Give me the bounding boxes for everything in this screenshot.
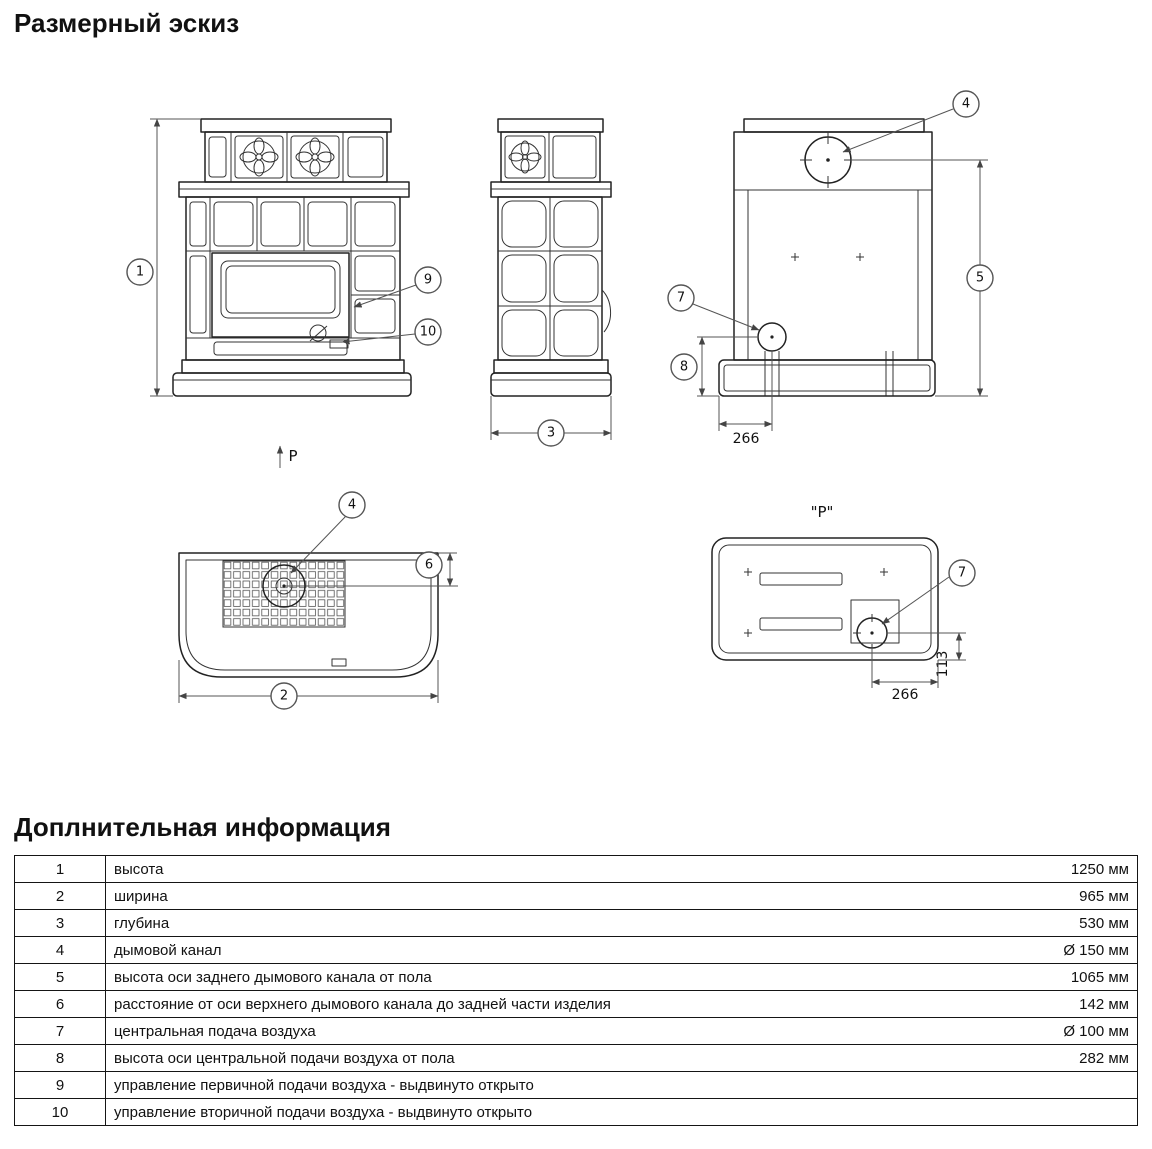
callout-10-label: 10 (420, 325, 437, 340)
dim-p-height: 113 (887, 632, 966, 678)
callout-6 (415, 551, 443, 579)
table-row: 2 ширина 965 мм (14, 882, 1138, 910)
callout-7-bottom: 7 (881, 559, 976, 625)
row-value: 142 мм (1007, 990, 1138, 1018)
dim-p-offset: 266 (871, 648, 939, 703)
table-row: 5 высота оси заднего дымового канала от … (14, 963, 1138, 991)
dim-rear-offset: 266 (718, 351, 773, 447)
table-row: 4 дымовой канал Ø 150 мм (14, 936, 1138, 964)
row-desc: высота (105, 855, 1008, 883)
top-view (178, 552, 458, 678)
row-number: 3 (14, 909, 106, 937)
dim-flue-to-rear: 6 (415, 551, 457, 587)
callout-2-label: 2 (280, 689, 288, 704)
dim-air-axis-height: 8 (670, 336, 757, 397)
callout-6-label: 6 (425, 558, 433, 573)
row-number: 1 (14, 855, 106, 883)
callout-9: 9 (353, 266, 442, 308)
dim-p-height-label: 113 (935, 651, 951, 678)
row-desc: ширина (105, 882, 1008, 910)
row-value: 965 мм (1007, 882, 1138, 910)
rosette-tile-icon (295, 137, 335, 177)
row-number: 6 (14, 990, 106, 1018)
dimensional-drawing: 1 9 10 P (126, 90, 994, 710)
callout-8 (670, 353, 698, 381)
callout-9-label: 9 (424, 273, 432, 288)
row-number: 7 (14, 1017, 106, 1045)
row-number: 2 (14, 882, 106, 910)
dim-flue-axis-height: 5 (851, 159, 994, 397)
row-value: Ø 100 мм (1007, 1017, 1138, 1045)
callout-7-label: 7 (677, 291, 685, 306)
row-value: Ø 150 мм (1007, 936, 1138, 964)
dim-height: 1 (126, 118, 201, 397)
stove-door (211, 252, 350, 338)
table-row: 1 высота 1250 мм (14, 855, 1138, 883)
front-view (172, 118, 412, 397)
row-value: 282 мм (1007, 1044, 1138, 1072)
row-desc: высота оси центральной подачи воздуха от… (105, 1044, 1008, 1072)
callout-5-label: 5 (976, 271, 984, 286)
callout-2 (270, 682, 298, 710)
callout-1 (126, 258, 154, 286)
rear-view (718, 118, 936, 397)
p-view: "P" (711, 503, 939, 661)
page-title: Размерный эскиз (14, 8, 240, 38)
table-row: 3 глубина 530 мм (14, 909, 1138, 937)
callout-10: 10 (341, 318, 442, 346)
row-value (1007, 1071, 1138, 1099)
dim-p-offset-label: 266 (892, 687, 919, 703)
callout-1-label: 1 (136, 265, 144, 280)
table-row: 7 центральная подача воздуха Ø 100 мм (14, 1017, 1138, 1045)
callout-3-label: 3 (547, 426, 555, 441)
row-value (1007, 1098, 1138, 1126)
table-row: 8 высота оси центральной подачи воздуха … (14, 1044, 1138, 1072)
side-view (490, 118, 612, 397)
row-number: 10 (14, 1098, 106, 1126)
callout-7-rear: 7 (667, 284, 760, 331)
dim-depth: 3 (490, 396, 612, 447)
row-value: 1065 мм (1007, 963, 1138, 991)
callout-4-label: 4 (962, 97, 970, 112)
row-number: 5 (14, 963, 106, 991)
callout-7-label: 7 (958, 566, 966, 581)
row-desc: центральная подача воздуха (105, 1017, 1008, 1045)
dim-rear-offset-label: 266 (733, 431, 760, 447)
row-desc: управление вторичной подачи воздуха - вы… (105, 1098, 1008, 1126)
row-number: 9 (14, 1071, 106, 1099)
callout-8-label: 8 (680, 360, 688, 375)
top-flue-outlet (262, 564, 306, 608)
table-row: 9 управление первичной подачи воздуха - … (14, 1071, 1138, 1099)
callout-4-rear: 4 (842, 90, 980, 153)
row-value: 1250 мм (1007, 855, 1138, 883)
p-view-label: "P" (811, 503, 834, 521)
dim-width: 2 (178, 660, 439, 710)
row-desc: управление первичной подачи воздуха - вы… (105, 1071, 1008, 1099)
rosette-tile-icon (508, 140, 542, 174)
door-handle (601, 289, 611, 333)
row-value: 530 мм (1007, 909, 1138, 937)
row-number: 8 (14, 1044, 106, 1072)
table-row: 10 управление вторичной подачи воздуха -… (14, 1098, 1138, 1126)
row-desc: глубина (105, 909, 1008, 937)
row-number: 4 (14, 936, 106, 964)
rosette-tile-icon (239, 137, 279, 177)
row-desc: дымовой канал (105, 936, 1008, 964)
info-title: Доплнительная информация (14, 812, 391, 842)
row-desc: высота оси заднего дымового канала от по… (105, 963, 1008, 991)
air-control-knob (309, 324, 327, 342)
callout-5 (966, 264, 994, 292)
p-direction-arrow: P (276, 445, 298, 468)
callout-4-label: 4 (348, 498, 356, 513)
p-arrow-label: P (288, 447, 297, 465)
table-row: 6 расстояние от оси верхнего дымового ка… (14, 990, 1138, 1018)
callout-4-top: 4 (290, 491, 366, 574)
info-table: 1 высота 1250 мм 2 ширина 965 мм 3 глуби… (14, 855, 1138, 1126)
callout-3 (537, 419, 565, 447)
row-desc: расстояние от оси верхнего дымового кана… (105, 990, 1008, 1018)
